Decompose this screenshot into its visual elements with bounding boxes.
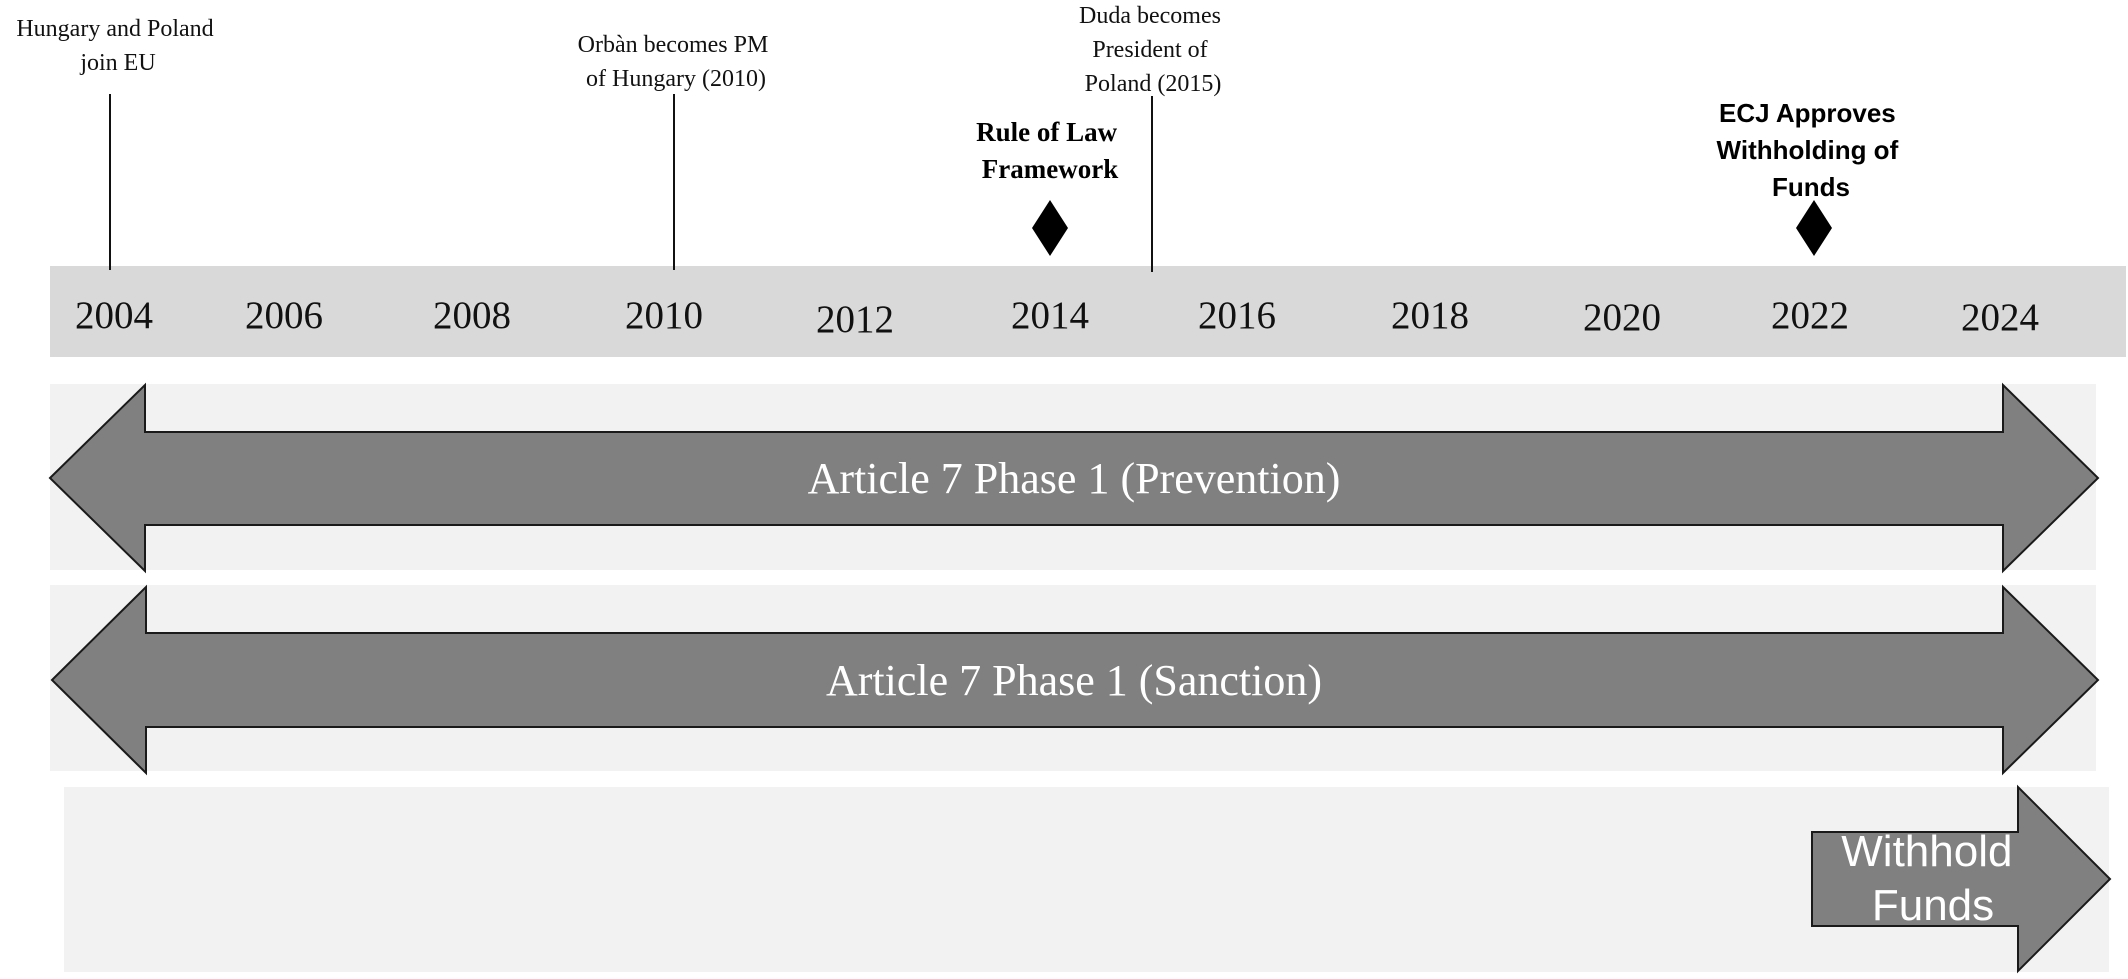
ecj-label-line3: Funds bbox=[1772, 172, 1850, 202]
orban-label: Orbàn becomes PM of Hungary (2010) bbox=[578, 32, 775, 92]
year-label-2006: 2006 bbox=[245, 294, 323, 337]
ecj-label-line1: ECJ Approves bbox=[1719, 98, 1896, 128]
rule-of-law-line2: Framework bbox=[982, 154, 1118, 184]
year-label-2016: 2016 bbox=[1198, 294, 1276, 337]
withhold-funds-line1: Withhold bbox=[1841, 827, 2012, 876]
sanction-arrow-label: Article 7 Phase 1 (Sanction) bbox=[826, 656, 1322, 705]
ecj-label: ECJ Approves Withholding of Funds bbox=[1717, 98, 1906, 202]
withhold-lane-band bbox=[64, 787, 2109, 972]
year-axis-band bbox=[50, 266, 2126, 357]
year-label-2012: 2012 bbox=[816, 298, 894, 341]
ecj-label-line2: Withholding of bbox=[1717, 135, 1899, 165]
rule-of-law-line1: Rule of Law bbox=[976, 117, 1118, 147]
year-label-2020: 2020 bbox=[1583, 296, 1661, 339]
duda-label-line3: Poland (2015) bbox=[1085, 71, 1222, 97]
orban-label-line1: Orbàn becomes PM bbox=[578, 32, 769, 58]
rule-of-law-label: Rule of Law Framework bbox=[976, 117, 1124, 184]
duda-label-line2: President of bbox=[1092, 37, 1207, 63]
year-label-2022: 2022 bbox=[1771, 294, 1849, 337]
year-label-2010: 2010 bbox=[625, 294, 703, 337]
rule-of-law-diamond-icon bbox=[1032, 200, 1068, 256]
year-label-2004: 2004 bbox=[75, 294, 153, 337]
year-label-2014: 2014 bbox=[1011, 294, 1089, 337]
withhold-funds-label: Withhold Funds bbox=[1841, 827, 2024, 930]
prevention-double-arrow bbox=[48, 382, 2100, 574]
orban-label-line2: of Hungary (2010) bbox=[586, 66, 766, 92]
eu-join-label: Hungary and Poland join EU bbox=[16, 16, 219, 76]
year-label-2008: 2008 bbox=[433, 294, 511, 337]
ecj-diamond-icon bbox=[1796, 200, 1832, 256]
duda-label-line1: Duda becomes bbox=[1079, 3, 1221, 29]
eu-join-label-line2: join EU bbox=[79, 50, 155, 76]
sanction-double-arrow bbox=[50, 584, 2100, 776]
prevention-arrow-label: Article 7 Phase 1 (Prevention) bbox=[808, 454, 1341, 503]
withhold-funds-arrow bbox=[1811, 784, 2112, 974]
duda-label: Duda becomes President of Poland (2015) bbox=[1079, 3, 1227, 97]
year-axis-labels: 2004 2006 2008 2010 2012 2014 2016 2018 … bbox=[75, 294, 2039, 341]
year-label-2024: 2024 bbox=[1961, 296, 2039, 339]
withhold-funds-line2: Funds bbox=[1872, 881, 1994, 930]
year-label-2018: 2018 bbox=[1391, 294, 1469, 337]
eu-join-label-line1: Hungary and Poland bbox=[16, 16, 213, 42]
